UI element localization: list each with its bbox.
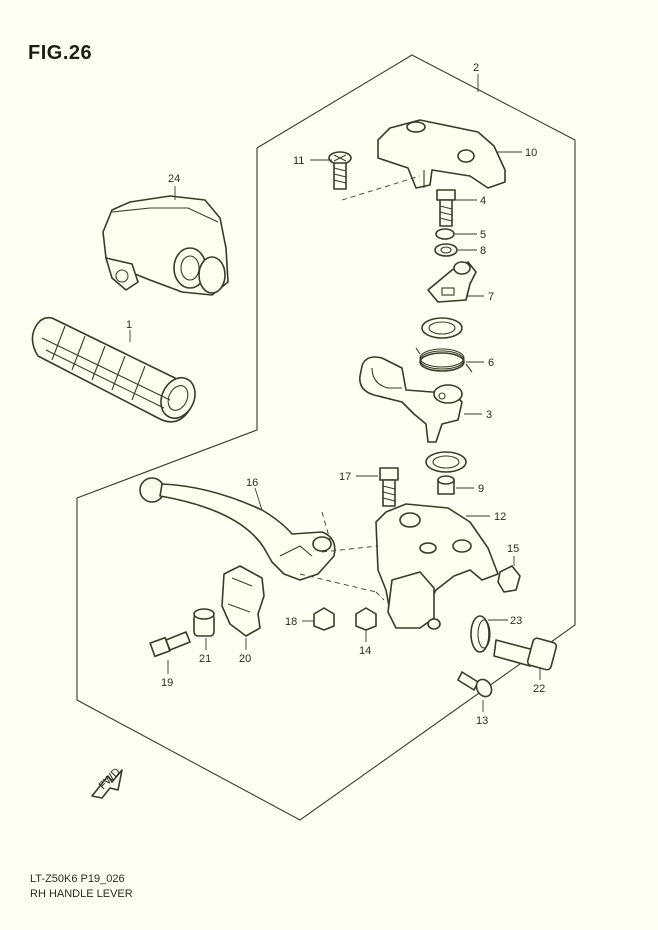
label-part-17: 17 [339, 471, 351, 483]
label-part-2: 2 [473, 62, 479, 74]
fwd-arrow-icon: FWD [91, 766, 123, 799]
part-21-collar [193, 608, 215, 637]
label-part-24: 24 [168, 173, 180, 185]
part-13-screw [457, 671, 493, 698]
label-part-14: 14 [359, 645, 371, 657]
label-part-23: 23 [510, 615, 522, 627]
label-part-21: 21 [199, 653, 211, 665]
part-4-bolt [436, 189, 456, 227]
label-part-13: 13 [476, 715, 488, 727]
part-14-nut [355, 607, 377, 631]
label-part-16: 16 [246, 477, 258, 489]
part-9-seal [425, 451, 467, 495]
part-8-washer [434, 243, 458, 257]
label-part-6: 6 [488, 357, 494, 369]
part-19-bolt [149, 631, 191, 658]
label-part-3: 3 [486, 409, 492, 421]
label-part-1: 1 [126, 319, 132, 331]
part-16-brake-lever [139, 477, 336, 581]
label-part-15: 15 [507, 543, 519, 555]
part-labels: 1 2 3 4 5 6 7 8 9 10 11 12 13 14 15 16 1… [126, 62, 545, 727]
figure-caption: LT-Z50K6 P19_026 RH HANDLE LEVER [30, 872, 133, 902]
label-part-4: 4 [480, 195, 486, 207]
part-18-nut [313, 607, 335, 631]
label-part-9: 9 [478, 483, 484, 495]
label-part-10: 10 [525, 147, 537, 159]
part-11-screw [328, 151, 352, 190]
part-22-adjuster-bolt [493, 637, 558, 671]
part-17-bolt [379, 467, 399, 507]
part-10-cover [377, 119, 506, 189]
part-20-clamp [221, 565, 265, 637]
part-7-plate [427, 261, 477, 303]
assembly-frame [76, 54, 576, 821]
figure-title: FIG.26 [28, 42, 93, 64]
label-part-22: 22 [533, 683, 545, 695]
part-1-grip [31, 316, 196, 423]
label-part-7: 7 [488, 291, 494, 303]
part-24-switch-housing [102, 195, 229, 296]
part-5-o-ring [435, 228, 455, 240]
leader-lines [129, 74, 541, 712]
assembly-name: RH HANDLE LEVER [30, 888, 133, 900]
label-part-20: 20 [239, 653, 251, 665]
part-12-lever-holder [375, 503, 499, 630]
part-6-spring [415, 317, 473, 373]
label-part-18: 18 [285, 616, 297, 628]
label-part-19: 19 [161, 677, 173, 689]
model-code: LT-Z50K6 P19_026 [30, 873, 125, 885]
part-3-throttle-lever [359, 356, 463, 443]
label-part-12: 12 [494, 511, 506, 523]
part-15-nut [497, 565, 521, 593]
label-part-5: 5 [480, 229, 486, 241]
label-part-11: 11 [293, 155, 304, 167]
part-23-adjuster [470, 615, 491, 653]
label-part-8: 8 [480, 245, 486, 257]
